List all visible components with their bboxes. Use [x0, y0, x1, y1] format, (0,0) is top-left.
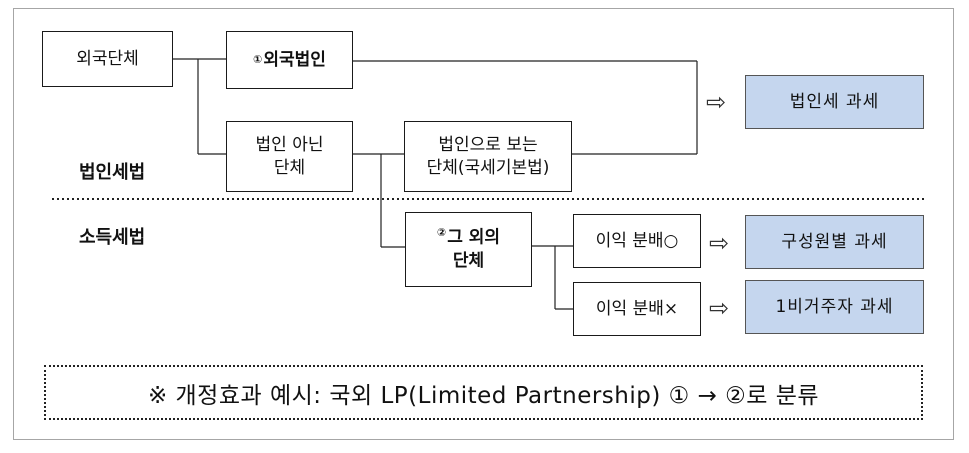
profit-distribution-no-text: 이익 분배×	[595, 298, 679, 319]
foreign-corporation-text: 외국법인	[263, 49, 326, 70]
non-corporate-entity-text: 법인 아닌 단체	[255, 134, 324, 178]
corporate-tax-result-box: 법인세 과세	[745, 75, 924, 129]
arrow-icon: ⇨	[709, 294, 730, 322]
profit-distribution-no-box: 이익 분배×	[573, 282, 701, 336]
member-tax-result-text: 구성원별 과세	[781, 231, 888, 252]
deemed-corporation-text: 법인으로 보는 단체(국세기본법)	[426, 134, 550, 178]
non-corporate-entity-box: 법인 아닌 단체	[226, 121, 353, 192]
arrow-icon: ⇨	[709, 229, 730, 257]
foreign-entity-text: 외국단체	[76, 48, 139, 69]
corporate-tax-act-label: 법인세법	[79, 162, 146, 183]
income-tax-act-label: 소득세법	[79, 227, 146, 248]
nonresident-tax-result-box: 1비거주자 과세	[745, 280, 924, 334]
foreign-entity-box: 외국단체	[42, 31, 173, 87]
revision-example-note: ※ 개정효과 예시: 국외 LP(Limited Partnership) ① …	[44, 365, 923, 420]
other-entity-label: 그 외의 단체	[447, 227, 501, 271]
diagram-frame	[13, 8, 954, 440]
member-tax-result-box: 구성원별 과세	[745, 215, 924, 269]
profit-distribution-yes-text: 이익 분배○	[595, 230, 679, 251]
other-entity-text: ②그 외의 단체	[437, 226, 500, 273]
corporate-tax-result-text: 법인세 과세	[789, 91, 880, 112]
circled-number-two: ②	[436, 226, 447, 240]
profit-distribution-yes-box: 이익 분배○	[573, 214, 701, 268]
nonresident-tax-result-text: 1비거주자 과세	[775, 296, 894, 317]
revision-example-text: ※ 개정효과 예시: 국외 LP(Limited Partnership) ① …	[147, 382, 820, 409]
arrow-icon: ⇨	[706, 88, 727, 116]
other-entity-box: ②그 외의 단체	[405, 212, 532, 287]
circled-number-one: ①	[253, 52, 263, 66]
deemed-corporation-box: 법인으로 보는 단체(국세기본법)	[404, 121, 572, 192]
